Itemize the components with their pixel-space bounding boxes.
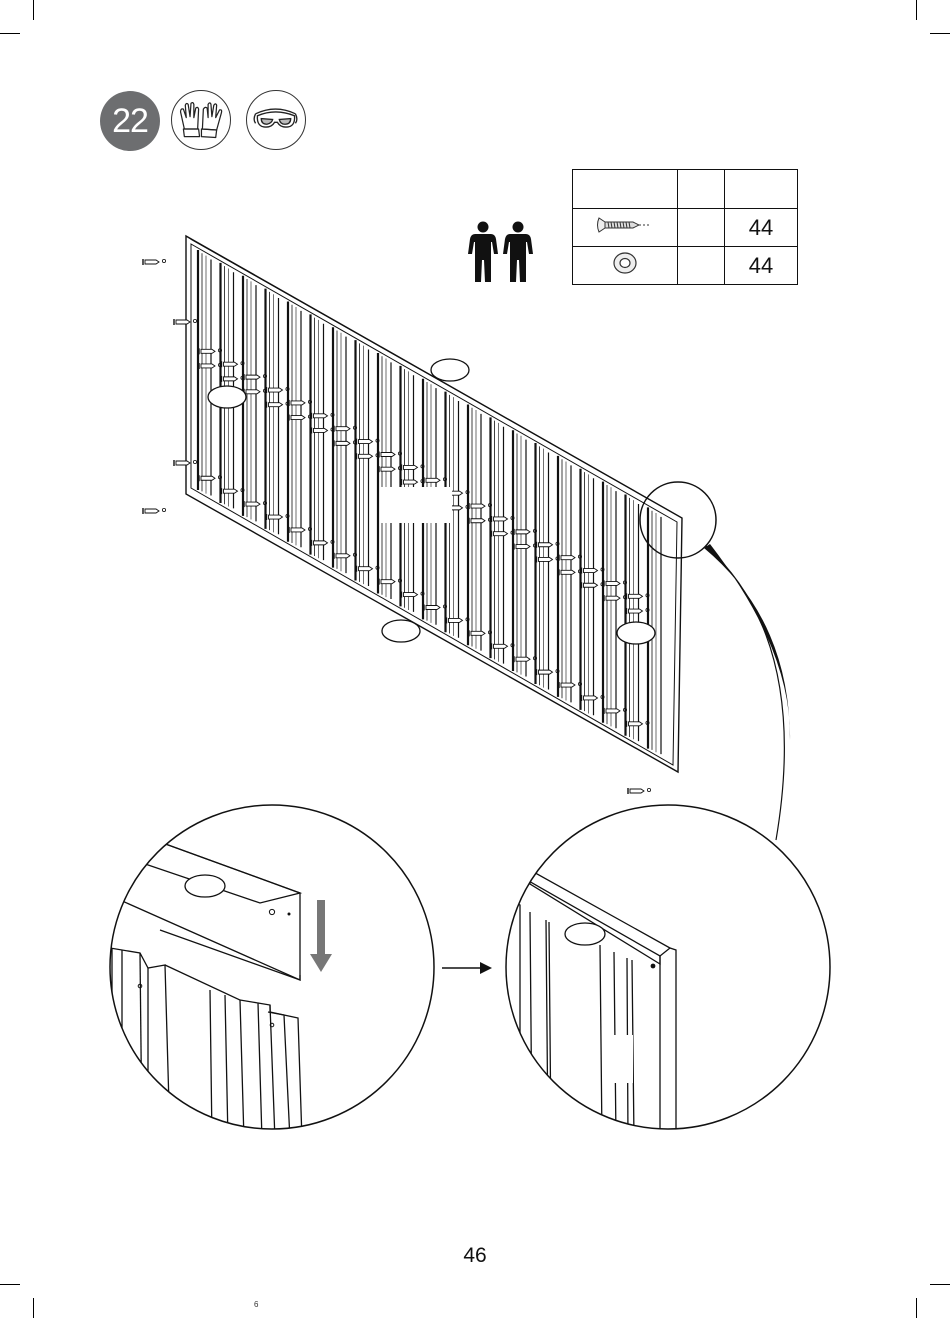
callout-oval — [565, 923, 605, 945]
screw-mark — [222, 361, 245, 367]
screw-mark — [559, 569, 582, 575]
screw-mark — [492, 643, 515, 649]
screw-mark — [514, 544, 537, 550]
screw-mark — [424, 477, 447, 483]
screw-mark — [559, 555, 582, 561]
screw-hole — [269, 909, 274, 914]
screw-mark — [289, 527, 312, 533]
screw-mark — [514, 529, 537, 535]
screw-mark — [334, 553, 357, 559]
screw-mark — [537, 556, 560, 562]
screw-mark — [447, 617, 470, 623]
screw-mark — [357, 453, 380, 459]
screw-mark — [379, 451, 402, 457]
screw-mark — [222, 376, 245, 382]
screw-mark — [143, 259, 166, 265]
screw-hole — [288, 913, 291, 916]
detail-view-after — [506, 805, 830, 1140]
screw-mark — [628, 788, 651, 794]
downward-arrow-icon — [310, 900, 332, 972]
callout-oval — [431, 359, 469, 381]
screw-mark — [312, 540, 335, 546]
page-number: 46 — [0, 1244, 950, 1268]
screw-mark — [244, 389, 267, 395]
screw-mark — [379, 579, 402, 585]
screw-mark — [267, 402, 290, 408]
zoom-connector-shadow — [704, 544, 790, 740]
screw-mark — [627, 608, 650, 614]
screw-mark — [174, 460, 197, 466]
screw-mark — [492, 516, 515, 522]
screw-mark — [199, 475, 222, 481]
screw-mark — [244, 374, 267, 380]
screw-mark — [604, 708, 627, 714]
screw-mark — [604, 595, 627, 601]
zoom-callout-circle — [640, 482, 716, 558]
screw-mark — [357, 566, 380, 572]
screw-hole — [651, 964, 656, 969]
screw-mark — [244, 501, 267, 507]
screw-mark — [334, 440, 357, 446]
screw-mark — [492, 531, 515, 537]
detail-view-before — [110, 805, 434, 1140]
callout-oval — [617, 622, 655, 644]
panel-label-box — [380, 487, 452, 523]
screw-mark — [402, 592, 425, 598]
callout-oval — [208, 386, 246, 408]
screw-mark — [582, 568, 605, 574]
screw-mark — [267, 514, 290, 520]
callout-oval — [382, 620, 420, 642]
screw-mark — [143, 508, 166, 514]
screw-mark — [402, 479, 425, 485]
screw-mark — [312, 427, 335, 433]
screw-mark — [312, 413, 335, 419]
screw-mark — [199, 363, 222, 369]
screw-mark — [559, 682, 582, 688]
zoom-connector-curve — [706, 546, 784, 840]
callout-oval — [185, 875, 225, 897]
right-arrow-icon — [442, 962, 492, 974]
screw-mark — [582, 695, 605, 701]
screw-mark — [627, 593, 650, 599]
screw-mark — [537, 542, 560, 548]
screw-mark — [537, 669, 560, 675]
screw-mark — [469, 503, 492, 509]
screw-mark — [604, 580, 627, 586]
screw-mark — [627, 721, 650, 727]
screw-mark — [222, 488, 245, 494]
footer-mark: 6 — [254, 1300, 258, 1309]
screw-mark — [289, 415, 312, 421]
screw-mark — [289, 400, 312, 406]
screw-mark — [357, 439, 380, 445]
screw-mark — [334, 426, 357, 432]
screw-mark — [582, 582, 605, 588]
screw-mark — [469, 518, 492, 524]
screw-mark — [267, 387, 290, 393]
screw-mark — [424, 605, 447, 611]
screw-mark — [199, 348, 222, 354]
screw-mark — [469, 630, 492, 636]
screw-mark — [174, 319, 197, 325]
screw-mark — [402, 464, 425, 470]
screw-mark — [514, 656, 537, 662]
screw-mark — [379, 466, 402, 472]
